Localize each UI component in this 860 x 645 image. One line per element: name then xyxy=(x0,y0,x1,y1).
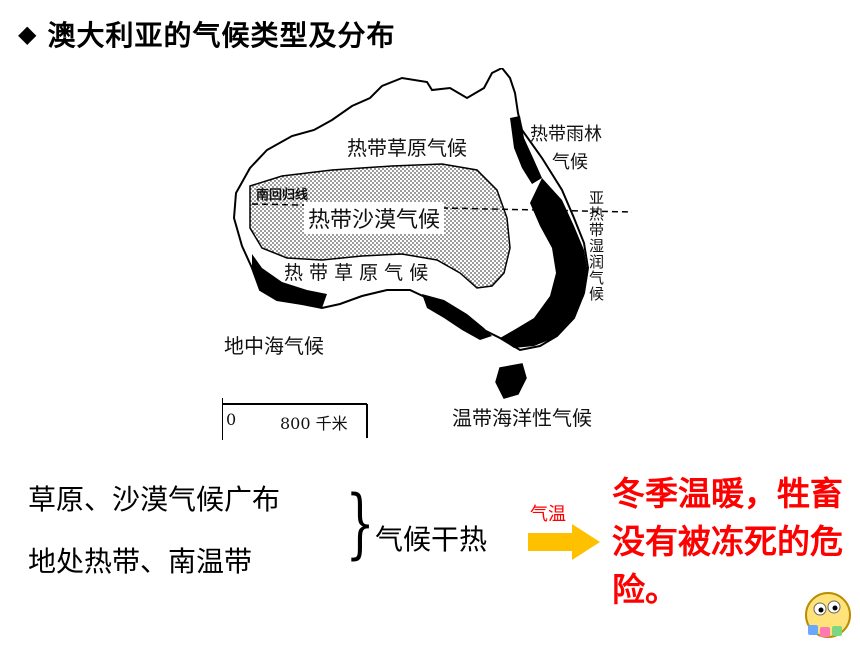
result-dry-hot: 气候干热 xyxy=(375,523,488,556)
label-scale-zero: 0 xyxy=(226,410,237,429)
label-tropical-rainforest-2: 气候 xyxy=(552,152,588,173)
label-tropic-line: 南回归线 xyxy=(256,188,309,203)
bullet-diamond-icon: ◆ xyxy=(18,20,38,48)
label-tropical-savanna-south: 热 带 草 原 气 候 xyxy=(284,262,429,284)
east-coast-humid-region xyxy=(500,178,588,348)
label-temperate-marine: 温带海洋性气候 xyxy=(452,406,592,430)
title-text: 澳大利亚的气候类型及分布 xyxy=(47,19,396,52)
logo-icon xyxy=(805,592,851,638)
conclusion-text: 冬季温暖，牲畜没有被冻死的危险。 xyxy=(612,474,843,609)
label-mediterranean: 地中海气候 xyxy=(224,334,324,358)
arrow-icon xyxy=(528,524,600,560)
mediterranean-se-region xyxy=(422,294,492,340)
label-tropical-savanna-north: 热带草原气候 xyxy=(347,136,467,160)
arrow-label-temperature: 气温 xyxy=(530,504,566,525)
mediterranean-sw-region xyxy=(252,254,327,308)
australia-climate-map: 热带草原气候 热带雨林 气候 南回归线 热带沙漠气候 热 带 草 原 气 候 亚… xyxy=(221,66,642,440)
label-tropical-desert: 热带沙漠气候 xyxy=(304,202,445,234)
fact-widespread-climate: 草原、沙漠气候广布 xyxy=(28,483,281,516)
fact-latitude-zone: 地处热带、南温带 xyxy=(28,545,253,578)
tropical-rainforest-region xyxy=(510,116,542,184)
label-subtropical-humid: 亚热带湿润气候 xyxy=(587,190,605,302)
brace: } xyxy=(345,478,375,567)
label-tropical-rainforest-1: 热带雨林 xyxy=(530,124,602,145)
label-scale-distance: 800 千米 xyxy=(280,414,348,433)
page-title: ◆ 澳大利亚的气候类型及分布 xyxy=(18,14,395,54)
tasmania xyxy=(495,363,527,399)
